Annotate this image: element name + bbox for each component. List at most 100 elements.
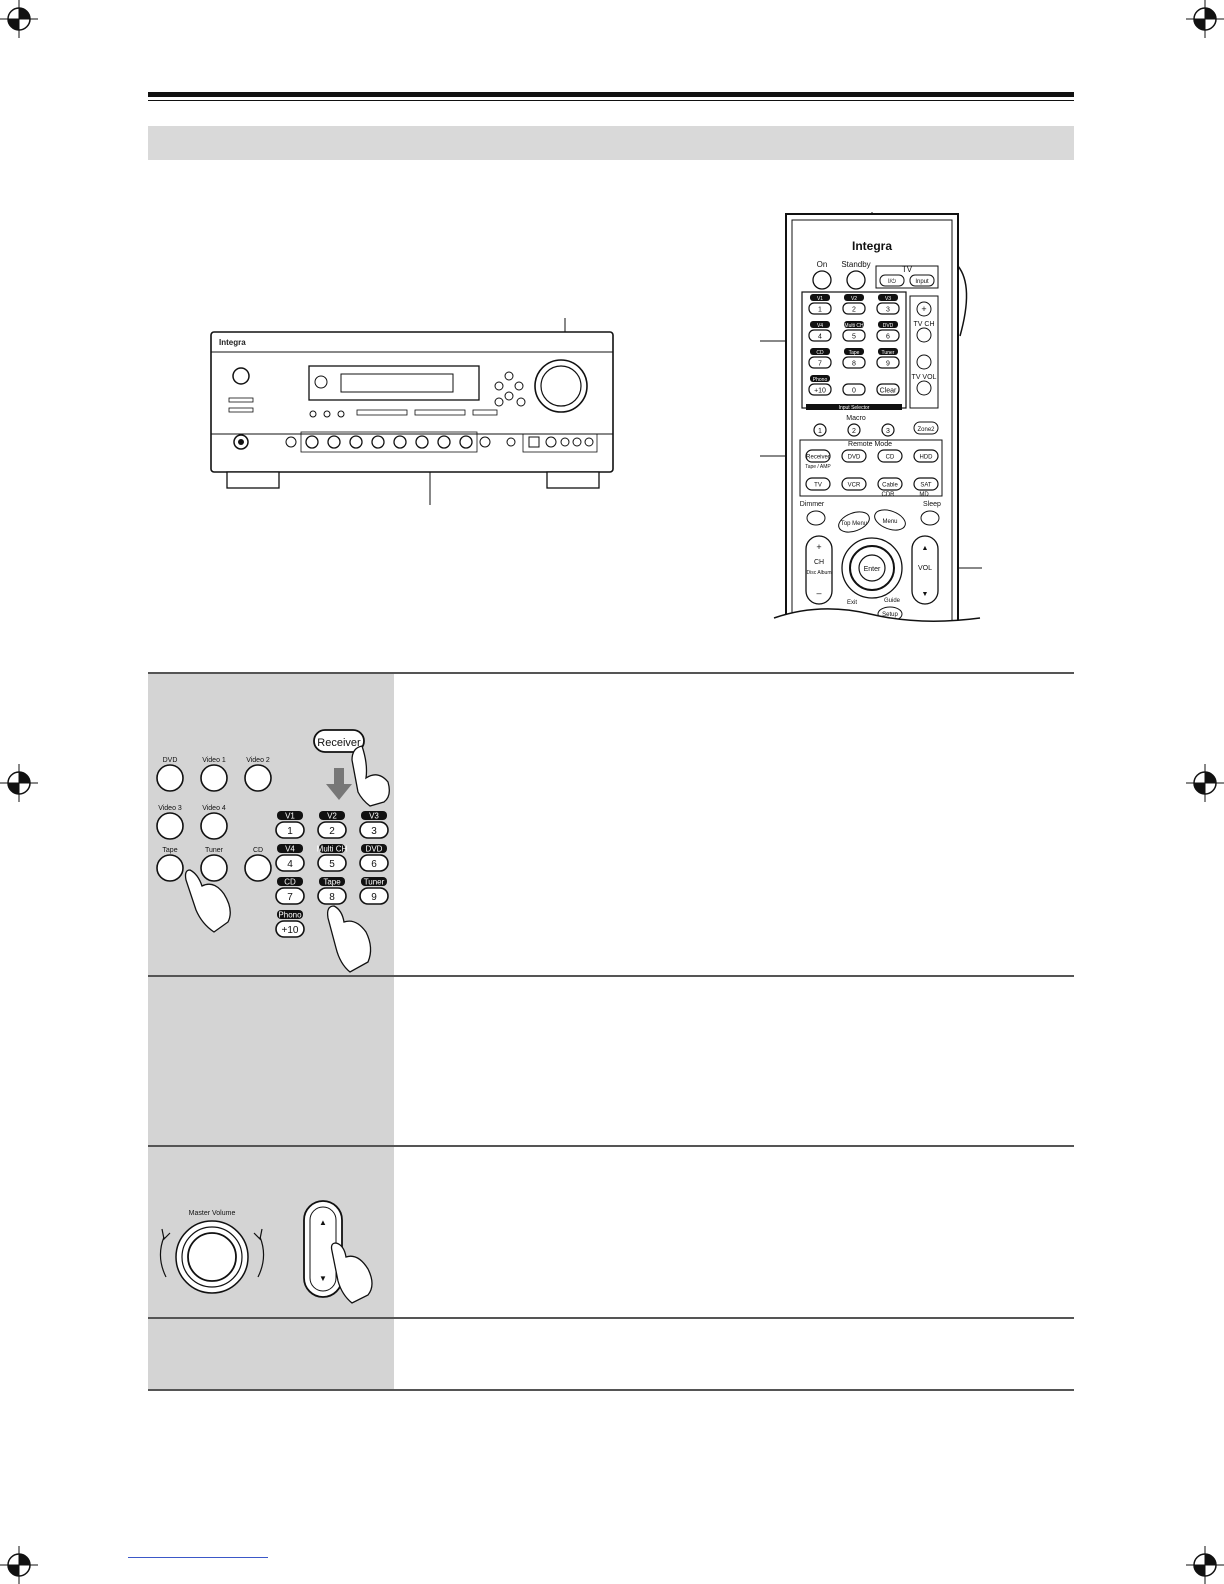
key-tag-label: Phono [278,911,302,920]
standby-button[interactable] [846,270,866,290]
number-key-label: 3 [886,307,890,314]
number-key[interactable] [359,821,389,839]
remote-mode-key[interactable] [805,449,831,463]
tv-power-button[interactable] [879,274,905,287]
number-key[interactable] [842,356,866,369]
key-tag-label: V1 [285,812,295,821]
number-key[interactable] [808,329,832,342]
registration-mark-icon [0,0,38,38]
key-tag-label: Multi CH [844,323,864,329]
remote-mode-key[interactable] [841,477,867,491]
front-button-label: Video 2 [246,757,270,764]
remote-mode-key[interactable] [877,477,903,491]
number-key[interactable] [876,383,900,396]
receiver-key[interactable] [313,729,365,753]
remote-mode-key[interactable] [877,449,903,463]
macro-key[interactable] [881,423,895,437]
step3-illustration: Master Volume ▲ ▼ [159,1200,373,1304]
svg-text:–: – [816,588,821,598]
on-button[interactable] [812,270,832,290]
macro-key[interactable] [813,423,827,437]
ch-label: CH [814,559,824,566]
front-input-button[interactable] [244,764,272,792]
number-key[interactable] [876,302,900,315]
number-key[interactable] [842,302,866,315]
remote-mode-key[interactable] [805,477,831,491]
number-key[interactable] [842,383,866,396]
key-tag-label: DVD [366,845,383,854]
setup-label: Setup [882,612,898,618]
number-key[interactable] [359,854,389,872]
key-tag-label: Tuner [364,878,385,887]
on-label: On [817,260,828,269]
registration-mark-icon [0,764,38,802]
tv-input-button[interactable] [909,274,935,287]
macro-key-label: 1 [818,428,822,435]
rotate-right-arrow-icon [253,1228,263,1241]
number-key-label: 0 [852,388,856,395]
enter-button[interactable] [858,554,886,582]
front-input-button[interactable] [244,854,272,882]
tv-vol-down-button[interactable] [916,380,932,396]
sleep-button[interactable] [920,510,940,526]
key-tag-label: V4 [817,323,823,329]
number-key[interactable] [275,920,305,938]
key-tag-label: V3 [369,812,379,821]
remote-mode-key[interactable] [913,477,939,491]
remote-mode-key[interactable] [841,449,867,463]
remote-mode-key-label: CD [886,455,895,461]
header-rule-thin [148,100,1074,101]
number-key-label: 8 [852,361,856,368]
tape-amp-label: Tape / AMP [805,464,831,470]
tv-ch-down-button[interactable] [916,327,932,343]
menu-button[interactable] [872,506,908,534]
master-volume-label: Master Volume [189,1210,236,1217]
number-key-label: 6 [371,859,377,870]
tv-power-label: I/⏻ [888,278,896,285]
row-separator [148,1317,1074,1319]
remote-mode-key-label: HDD [920,455,934,461]
master-volume-knob[interactable] [187,1232,237,1282]
remote-mode-key-label: VCR [848,483,861,489]
svg-text:▲: ▲ [922,545,929,552]
front-input-button[interactable] [156,812,184,840]
number-key[interactable] [808,302,832,315]
number-key[interactable] [359,887,389,905]
key-tag [319,811,345,820]
step2-image-panel [148,977,394,1145]
number-key[interactable] [808,383,832,396]
macro-key[interactable] [847,423,861,437]
key-tag-label: DVD [883,323,894,329]
number-key[interactable] [317,821,347,839]
front-input-button[interactable] [200,812,228,840]
front-input-button[interactable] [156,764,184,792]
front-input-button[interactable] [200,764,228,792]
dimmer-button[interactable] [806,510,826,526]
vol-rocker[interactable] [911,535,939,605]
zone2-button[interactable] [913,421,939,435]
number-key[interactable] [275,887,305,905]
top-menu-button[interactable] [836,508,872,536]
ch-rocker[interactable] [805,535,833,605]
row-separator [148,1389,1074,1391]
tv-vol-up-button[interactable] [916,354,932,370]
front-input-button[interactable] [156,854,184,882]
number-key[interactable] [275,854,305,872]
key-tag [277,910,303,919]
front-input-button[interactable] [200,854,228,882]
key-tag [277,844,303,853]
number-key[interactable] [275,821,305,839]
number-key[interactable] [842,329,866,342]
number-key[interactable] [317,887,347,905]
exit-label: Exit [847,600,857,606]
number-key[interactable] [876,329,900,342]
number-key[interactable] [317,854,347,872]
tv-ch-up-button[interactable] [916,301,932,317]
remote-mode-key[interactable] [913,449,939,463]
receiver-brand-label: Integra [219,338,246,347]
number-key[interactable] [808,356,832,369]
remote-mode-label: Remote Mode [848,441,892,448]
front-button-label: CD [253,847,263,854]
number-key[interactable] [876,356,900,369]
row-separator [148,1145,1074,1147]
